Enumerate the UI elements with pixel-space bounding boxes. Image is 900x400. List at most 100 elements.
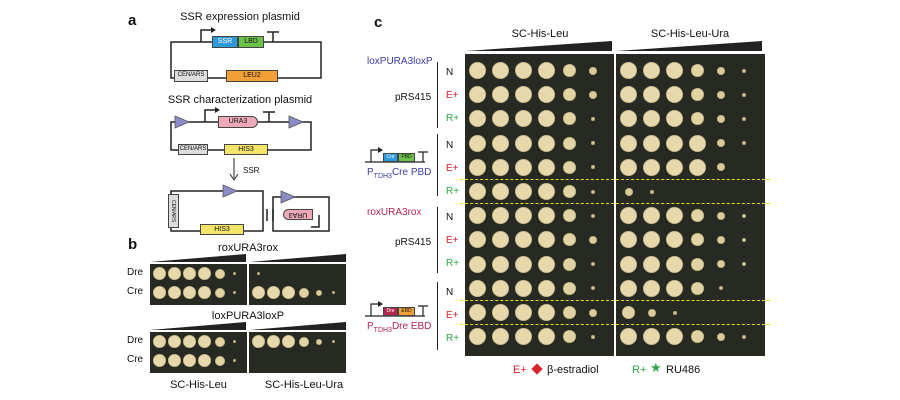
c-his-leu-spot (515, 304, 532, 321)
c-his-leu-ura-spot (620, 231, 637, 249)
remaining-site-icon (222, 184, 239, 198)
group1-cond-r: R+ (446, 113, 460, 124)
promoter-arrowhead-icon (211, 27, 216, 33)
c-his-leu-ura-spot (691, 88, 704, 102)
c-his-leu-spot (538, 134, 555, 152)
lox-his-leu-ura-spot (267, 335, 280, 348)
lox-his-leu-ura-spot (298, 336, 309, 347)
group1-bracket (437, 62, 438, 128)
promoter-arrowhead-2-icon (215, 107, 220, 113)
group3-cond-e: E+ (446, 235, 459, 246)
c-his-leu-ura-spot (741, 237, 746, 242)
c-his-leu-spot (590, 165, 595, 170)
rox-his-leu-ura-spot (267, 286, 280, 299)
ssr-expression-plasmid-title: SSR expression plasmid (180, 11, 300, 23)
c-his-leu-spot (588, 308, 597, 317)
c-his-leu-ura-spot (620, 279, 637, 297)
dre-ebd-construct-diagram (365, 301, 428, 317)
c-his-leu-ura-spot (643, 279, 660, 297)
lox-his-leu-spot (233, 359, 236, 362)
c-his-leu-ura-spot (649, 189, 654, 194)
c-his-leu-spot (469, 207, 486, 225)
dilution-wedge-b4 (250, 322, 346, 330)
c-his-leu-spot (469, 86, 486, 104)
c-his-leu-spot (469, 134, 486, 152)
group-title-loxpura3loxp: loxPURA3loxP (367, 56, 433, 67)
c-his-leu-ura-spot (691, 209, 704, 223)
c-his-leu-spot (563, 88, 576, 102)
group2-cond-r: R+ (446, 186, 460, 197)
dre-box: Dre (383, 307, 398, 316)
lox-his-leu-spot (168, 335, 181, 348)
group2-cond-e: E+ (446, 163, 459, 174)
c-his-leu-ura-spot (666, 110, 683, 128)
c-his-leu-spot (469, 183, 486, 200)
xlabel-sc-his-leu-ura: SC-His-Leu-Ura (264, 379, 344, 391)
c-his-leu-ura-spot (624, 187, 633, 196)
plate-c-his-leu-ura (616, 54, 765, 356)
c-his-leu-spot (538, 255, 555, 273)
rox-his-leu-spot (153, 267, 166, 280)
c-his-leu-ura-spot (741, 68, 746, 73)
lox-his-leu-ura-spot (315, 338, 322, 345)
highlight-dashed-line (460, 300, 770, 301)
c-his-leu-ura-spot (620, 328, 637, 346)
c-his-leu-ura-spot (741, 141, 746, 146)
c-his-leu-ura-spot (716, 66, 725, 75)
c-his-leu-ura-spot (643, 328, 660, 346)
legend-r-text: RU486 (666, 364, 701, 376)
group2-bracket (437, 134, 438, 196)
c-his-leu-spot (588, 90, 597, 99)
dilution-wedge-b3 (150, 322, 246, 330)
cenars-box-2: CEN/ARS (178, 144, 208, 155)
rox-his-leu-spot (183, 267, 196, 280)
c-his-leu-ura-spot (691, 281, 704, 295)
panel-a-label: a (128, 12, 137, 29)
ura3-box: URA3 (218, 116, 258, 128)
group3-bracket (437, 207, 438, 273)
c-his-leu-ura-spot (622, 306, 635, 319)
dilution-wedge-b1 (150, 254, 246, 262)
c-his-leu-spot (515, 62, 532, 79)
rox-his-leu-ura-spot (298, 287, 309, 298)
c-his-leu-spot (538, 62, 555, 79)
c-his-leu-spot (590, 262, 595, 267)
lox-his-leu-spot (183, 335, 196, 348)
c-his-leu-spot (588, 66, 597, 75)
c-his-leu-spot (563, 281, 576, 295)
group1-cond-e: E+ (446, 90, 459, 101)
group4-cond-n: N (446, 287, 454, 298)
c-his-leu-spot (515, 328, 532, 346)
c-his-leu-spot (563, 330, 576, 344)
rox-his-leu-ura-spot (252, 286, 265, 299)
c-his-leu-ura-spot (716, 332, 725, 341)
c-his-leu-ura-spot (672, 310, 677, 315)
promoter-arrow-3-icon (311, 215, 320, 228)
group4-cond-e: E+ (446, 310, 459, 321)
c-his-leu-spot (492, 328, 509, 346)
lbd-box: LBD (238, 36, 264, 48)
group1-cond-n: N (446, 67, 454, 78)
rox-his-leu-ura-spot (315, 289, 322, 296)
c-his-leu-ura-spot (666, 207, 683, 225)
c-his-leu-ura-spot (716, 139, 725, 148)
c-his-leu-ura-spot (691, 112, 704, 126)
rox-his-leu-ura-spot (282, 286, 295, 299)
c-his-leu-spot (563, 257, 576, 271)
c-his-leu-ura-spot (741, 116, 746, 121)
lox-his-leu-spot (214, 355, 225, 366)
promoter-arrow-2-icon (204, 109, 217, 122)
c-his-leu-spot (590, 334, 595, 339)
c-his-leu-spot (563, 306, 576, 319)
dilution-wedge-c1 (466, 41, 612, 51)
c-his-leu-ura-spot (691, 257, 704, 271)
c-his-leu-ura-spot (666, 62, 683, 79)
c-his-leu-ura-spot (716, 235, 725, 244)
rox-his-leu-spot (183, 286, 196, 299)
ssr-arrow-label: SSR (243, 166, 260, 175)
c-his-leu-ura-spot (691, 64, 704, 77)
panel-b-label: b (128, 236, 138, 253)
lox-his-leu-spot (214, 336, 225, 347)
c-his-leu-spot (469, 158, 486, 176)
c-his-leu-spot (469, 110, 486, 128)
